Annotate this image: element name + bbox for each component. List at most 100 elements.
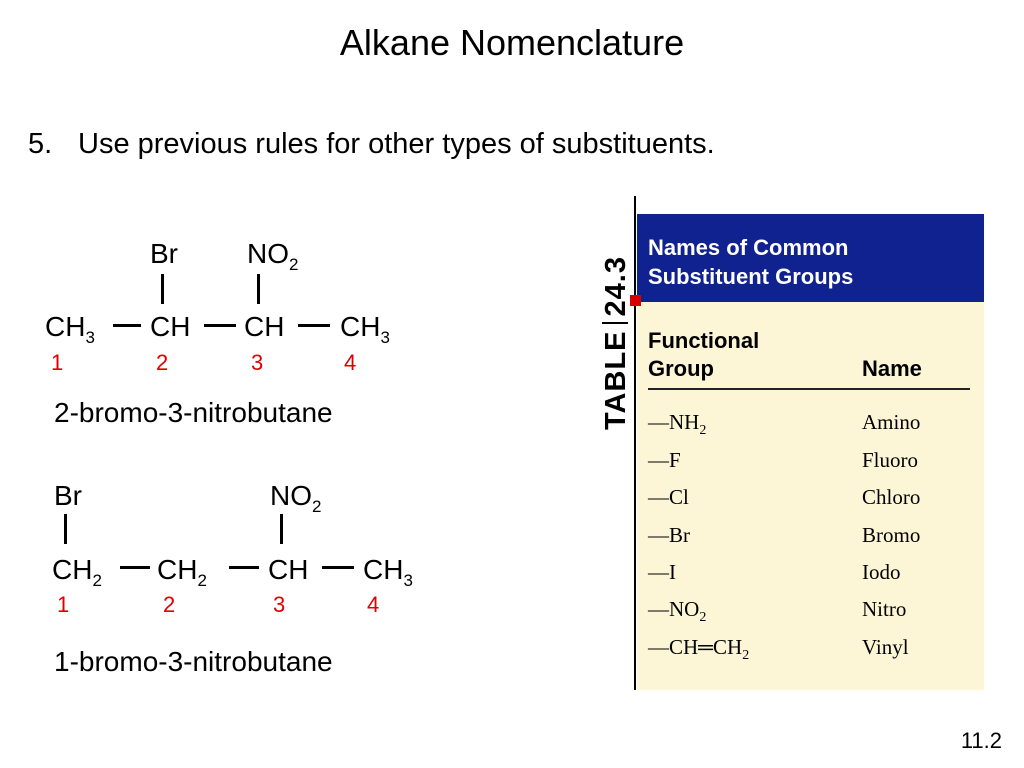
table-tag-word: TABLE: [600, 330, 632, 430]
group-text: —CH═CH: [648, 635, 743, 659]
column-header-group-line-1: Functional: [648, 328, 760, 353]
rule-line: 5. Use previous rules for other types of …: [28, 128, 715, 161]
name-cell: Vinyl: [862, 635, 909, 659]
page-number: 11.2: [960, 728, 1002, 753]
carbon-sub: 2: [92, 571, 102, 590]
no2-sub: 2: [289, 255, 299, 274]
bond-vertical: [257, 274, 260, 304]
locant-1: 1: [57, 592, 70, 617]
group-cell: —NO2: [648, 597, 707, 625]
carbon-main: CH: [52, 554, 93, 585]
example-2-carbon-4: CH3: [363, 554, 413, 590]
column-header-name: Name: [862, 356, 922, 381]
example-1-name: 2-bromo-3-nitrobutane: [54, 397, 333, 428]
group-cell: —F: [648, 448, 681, 473]
example-2-substituent-br: Br: [54, 480, 82, 511]
example-2-carbon-1: CH2: [52, 554, 102, 590]
example-1-substituent-no2: NO2: [247, 238, 298, 274]
example-2-substituent-no2: NO2: [270, 480, 321, 516]
name-cell: Chloro: [862, 485, 921, 509]
locant-3: 3: [273, 592, 286, 617]
carbon-main: CH: [150, 311, 191, 342]
example-2-carbon-2: CH2: [157, 554, 207, 590]
column-header-group: Functional Group: [648, 327, 759, 383]
table-title: Names of Common Substituent Groups: [648, 233, 853, 291]
table-row: —Cl Chloro: [648, 485, 970, 522]
example-1-substituent-br: Br: [150, 238, 178, 269]
name-cell: Iodo: [862, 560, 901, 584]
bond-horizontal: [298, 324, 330, 327]
example-1-carbon-4: CH3: [340, 311, 390, 347]
carbon-main: CH: [268, 554, 309, 585]
table-tag-bar: [602, 322, 628, 325]
carbon-main: CH: [363, 554, 404, 585]
column-header-group-line-2: Group: [648, 356, 714, 381]
carbon-main: CH: [244, 311, 285, 342]
name-cell: Fluoro: [862, 448, 919, 472]
bond-vertical: [64, 514, 67, 544]
group-text: —F: [648, 448, 681, 472]
name-cell: Bromo: [862, 523, 921, 547]
locant-4: 4: [367, 592, 380, 617]
table-row: —Br Bromo: [648, 523, 970, 560]
table-row: —NH2 Amino: [648, 410, 970, 447]
bond-horizontal: [120, 566, 150, 569]
table-row: —CH═CH2 Vinyl: [648, 635, 970, 672]
rule-number: 5.: [28, 128, 53, 160]
group-cell: —I: [648, 560, 676, 585]
table-marker: [630, 295, 641, 306]
group-cell: —NH2: [648, 410, 707, 438]
rule-text: Use previous rules for other types of su…: [78, 128, 715, 160]
locant-2: 2: [156, 350, 169, 375]
group-sub: 2: [699, 610, 707, 625]
no2-sub: 2: [312, 497, 322, 516]
column-header-rule: [648, 388, 970, 390]
group-text: —Br: [648, 523, 690, 547]
bond-vertical: [280, 514, 283, 544]
bond-vertical: [161, 274, 164, 304]
carbon-main: CH: [45, 311, 86, 342]
carbon-sub: 3: [85, 328, 95, 347]
group-cell: —Cl: [648, 485, 689, 510]
example-2-carbon-3: CH: [268, 556, 308, 584]
table-title-line-1: Names of Common: [648, 235, 849, 260]
bond-horizontal: [204, 324, 236, 327]
table-divider: [634, 196, 636, 690]
group-text: —NO: [648, 597, 700, 621]
group-text: —I: [648, 560, 676, 584]
locant-4: 4: [344, 350, 357, 375]
no2-main: NO: [247, 238, 289, 269]
table-tag-number: 24.3: [600, 256, 632, 317]
example-1-carbon-2: CH: [150, 313, 190, 341]
slide-title: Alkane Nomenclature: [339, 22, 685, 63]
carbon-sub: 2: [197, 571, 207, 590]
group-sub: 2: [699, 423, 707, 438]
locant-3: 3: [251, 350, 264, 375]
group-text: —NH: [648, 410, 700, 434]
group-cell: —CH═CH2: [648, 635, 750, 663]
carbon-sub: 3: [403, 571, 413, 590]
bond-horizontal: [113, 324, 141, 327]
carbon-main: CH: [340, 311, 381, 342]
table-row: —F Fluoro: [648, 448, 970, 485]
table-tag: TABLE 24.3: [600, 200, 634, 430]
carbon-sub: 3: [380, 328, 390, 347]
example-1-carbon-1: CH3: [45, 311, 95, 347]
no2-main: NO: [270, 480, 312, 511]
table-title-line-2: Substituent Groups: [648, 264, 854, 289]
locant-2: 2: [163, 592, 176, 617]
carbon-main: CH: [157, 554, 198, 585]
table-row: —I Iodo: [648, 560, 970, 597]
locant-1: 1: [51, 350, 64, 375]
group-cell: —Br: [648, 523, 690, 548]
name-cell: Amino: [862, 410, 921, 434]
name-cell: Nitro: [862, 597, 907, 621]
group-sub: 2: [742, 648, 750, 663]
table-header-band: [637, 214, 984, 302]
bond-horizontal: [229, 566, 259, 569]
example-1-carbon-3: CH: [244, 313, 284, 341]
example-2-name: 1-bromo-3-nitrobutane: [54, 646, 333, 677]
group-text: —Cl: [648, 485, 689, 509]
bond-horizontal: [322, 566, 354, 569]
table-row: —NO2 Nitro: [648, 597, 970, 634]
